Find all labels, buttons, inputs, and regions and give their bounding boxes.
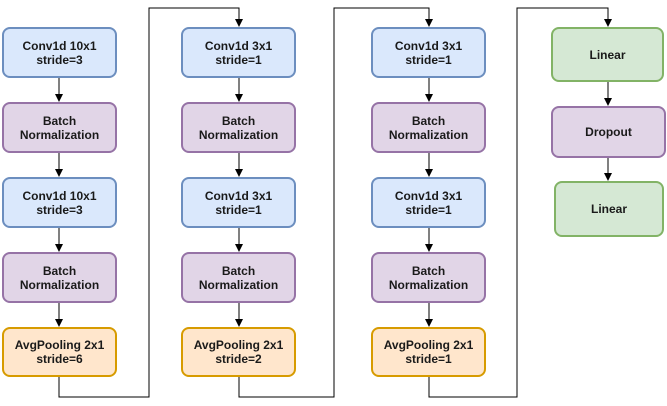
block-batchnorm-c2-2: Batch Normalization [181,252,296,303]
block-batchnorm-c1-2: Batch Normalization [2,252,117,303]
block-conv1d-c2-1: Conv1d 3x1 stride=1 [181,27,296,78]
connector-col1-to-col2 [58,7,243,398]
block-batchnorm-c1-1: Batch Normalization [2,102,117,153]
connector-col3-to-col4 [428,7,612,398]
connector-col2-to-col3 [238,7,433,398]
block-conv1d-c1-1: Conv1d 10x1 stride=3 [2,27,117,78]
block-conv1d-c2-2: Conv1d 3x1 stride=1 [181,177,296,228]
block-linear-1: Linear [551,27,664,82]
block-avgpool-c1: AvgPooling 2x1 stride=6 [2,327,117,377]
block-avgpool-c3: AvgPooling 2x1 stride=1 [371,327,486,377]
block-batchnorm-c3-1: Batch Normalization [371,102,486,153]
block-avgpool-c2: AvgPooling 2x1 stride=2 [181,327,296,377]
block-batchnorm-c3-2: Batch Normalization [371,252,486,303]
block-conv1d-c1-2: Conv1d 10x1 stride=3 [2,177,117,228]
block-linear-2: Linear [554,181,664,237]
block-dropout: Dropout [551,106,666,158]
block-batchnorm-c2-1: Batch Normalization [181,102,296,153]
block-conv1d-c3-2: Conv1d 3x1 stride=1 [371,177,486,228]
block-conv1d-c3-1: Conv1d 3x1 stride=1 [371,27,486,78]
